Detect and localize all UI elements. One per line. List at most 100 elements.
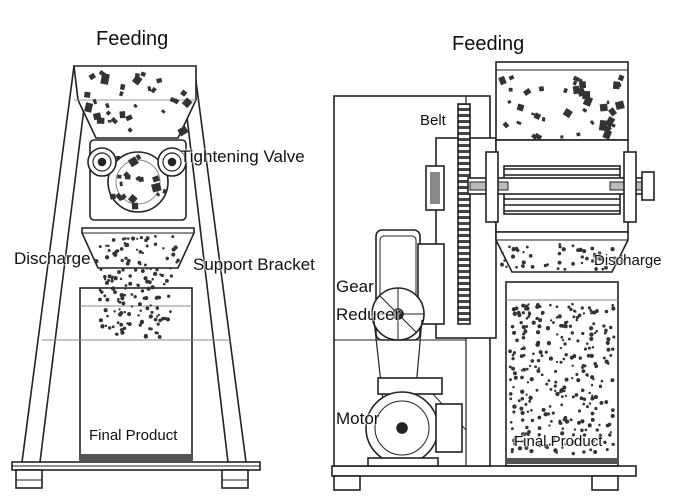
granule: [107, 249, 111, 252]
granule: [531, 320, 536, 325]
left-discharge-label: Discharge: [14, 249, 91, 268]
granule: [591, 259, 595, 263]
granule: [150, 285, 155, 290]
granule: [508, 392, 513, 396]
granule: [130, 305, 134, 308]
granule: [119, 247, 124, 251]
granule: [554, 389, 557, 393]
granule: [510, 450, 514, 454]
granule: [580, 388, 585, 393]
granule: [121, 268, 125, 272]
granule: [563, 87, 568, 94]
granule: [171, 247, 176, 252]
support-bracket-label: Support Bracket: [193, 255, 315, 274]
granule: [595, 329, 599, 333]
granule: [107, 119, 112, 123]
granule: [531, 133, 538, 140]
granule: [611, 123, 616, 128]
granule: [532, 352, 535, 356]
granule: [560, 395, 564, 398]
gear-label: Gear: [336, 277, 374, 296]
granule: [124, 242, 130, 248]
granule: [598, 119, 608, 132]
granule: [543, 412, 548, 417]
granule: [130, 198, 136, 204]
granule: [541, 407, 546, 412]
granule: [534, 365, 538, 369]
granule: [83, 91, 91, 99]
granule: [558, 242, 562, 246]
granule: [144, 333, 148, 338]
granule: [156, 322, 160, 326]
granule: [580, 419, 585, 424]
granule: [595, 428, 599, 432]
granule: [580, 306, 584, 310]
granule: [592, 378, 595, 381]
granule: [169, 310, 172, 313]
granule: [541, 117, 546, 122]
granule: [594, 309, 599, 313]
granule: [84, 102, 94, 113]
granule: [591, 345, 595, 349]
granule: [508, 349, 512, 354]
granule: [564, 419, 570, 424]
granule: [538, 318, 543, 323]
granule: [562, 108, 573, 119]
granule: [167, 294, 171, 298]
granule: [520, 396, 525, 401]
granule: [595, 266, 598, 270]
granule: [152, 271, 158, 277]
granule: [175, 260, 178, 264]
belt: [457, 103, 471, 325]
granule: [560, 388, 564, 392]
granule: [510, 427, 514, 431]
granule: [159, 273, 162, 276]
granule: [155, 192, 161, 197]
granule: [608, 433, 612, 437]
granule: [169, 97, 177, 103]
granule: [601, 267, 605, 271]
granule: [135, 175, 142, 182]
granule: [593, 394, 599, 400]
granule: [562, 357, 566, 361]
granule: [579, 81, 587, 89]
granule: [577, 313, 582, 318]
granule: [609, 353, 613, 357]
granule: [138, 250, 143, 254]
granule: [611, 347, 615, 351]
granule: [528, 395, 533, 401]
granule: [133, 103, 138, 109]
granule: [511, 353, 515, 357]
granule: [111, 325, 115, 329]
granule: [587, 346, 591, 350]
granule: [135, 153, 142, 161]
granule: [589, 353, 594, 358]
granule: [525, 317, 529, 320]
granule: [581, 363, 585, 368]
granule: [571, 376, 574, 380]
granule: [560, 135, 564, 139]
granule: [521, 336, 526, 340]
granule: [110, 279, 114, 283]
granule: [113, 310, 116, 313]
granule: [127, 311, 132, 317]
granule: [613, 260, 618, 266]
granule: [548, 424, 551, 427]
granule: [128, 274, 132, 278]
granule: [549, 319, 553, 322]
granule: [585, 256, 589, 261]
granule: [527, 312, 532, 316]
granule: [127, 156, 139, 168]
granule: [521, 260, 526, 265]
granule: [548, 443, 552, 446]
granule: [140, 269, 145, 273]
granule: [173, 98, 180, 105]
granule: [127, 127, 133, 133]
granule: [610, 378, 615, 383]
belt-label: Belt: [420, 112, 446, 129]
granule: [590, 417, 595, 422]
granule: [140, 71, 147, 77]
granule: [559, 346, 562, 350]
granule: [540, 354, 544, 358]
granule: [120, 330, 125, 335]
